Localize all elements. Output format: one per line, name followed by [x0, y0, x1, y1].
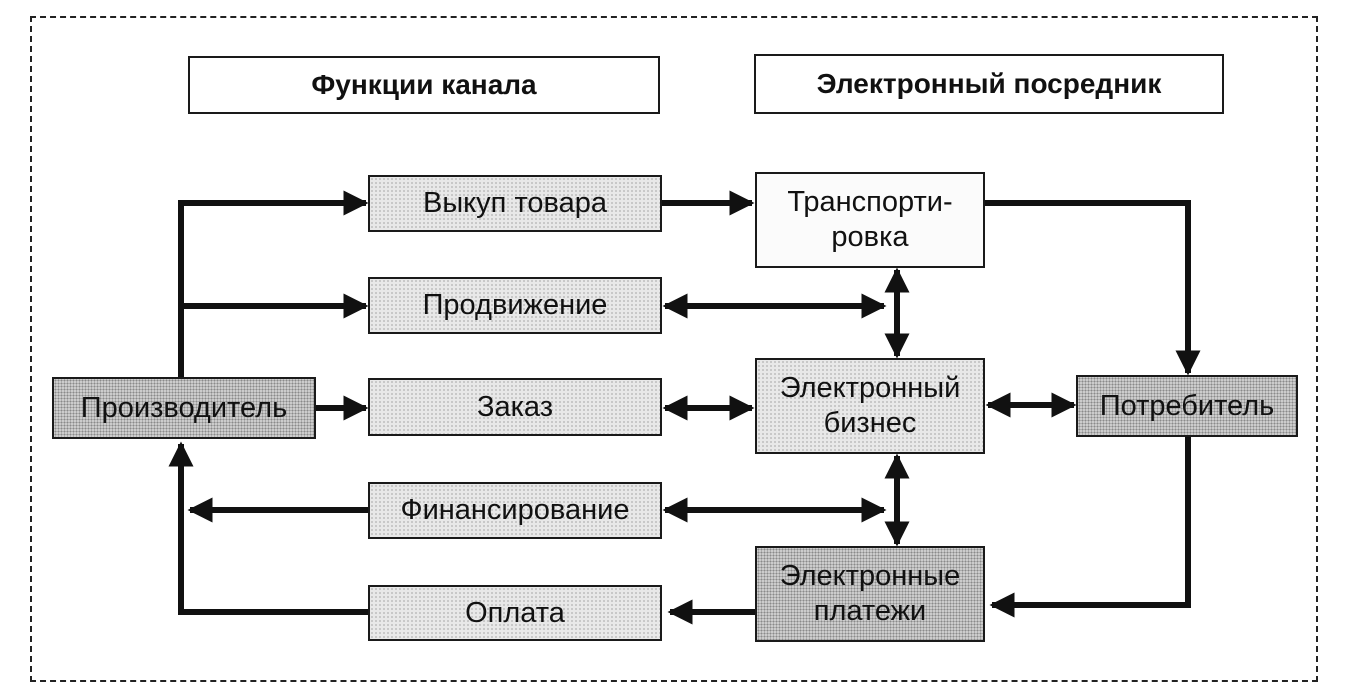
- header-channel-functions: Функции канала: [188, 56, 660, 114]
- arrow-payment-to-producer: [168, 441, 370, 615]
- node-e-business: Электронный бизнес: [755, 358, 985, 454]
- node-order: Заказ: [368, 378, 662, 436]
- node-promotion: Продвижение: [368, 277, 662, 334]
- diagram-frame: [30, 16, 1318, 682]
- header-e-intermediary: Электронный посредник: [754, 54, 1224, 114]
- arrow-transport-to-consumer: [985, 200, 1201, 376]
- node-transport: Транспорти- ровка: [755, 172, 985, 268]
- node-consumer: Потребитель: [1076, 375, 1298, 437]
- node-financing: Финансирование: [368, 482, 662, 539]
- node-payment: Оплата: [368, 585, 662, 641]
- node-e-payments: Электронные платежи: [755, 546, 985, 642]
- arrow-consumer-to-epayments: [989, 437, 1191, 618]
- node-purchase: Выкуп товара: [368, 175, 662, 232]
- node-producer: Производитель: [52, 377, 316, 439]
- arrow-producer-to-purchase: [178, 190, 369, 378]
